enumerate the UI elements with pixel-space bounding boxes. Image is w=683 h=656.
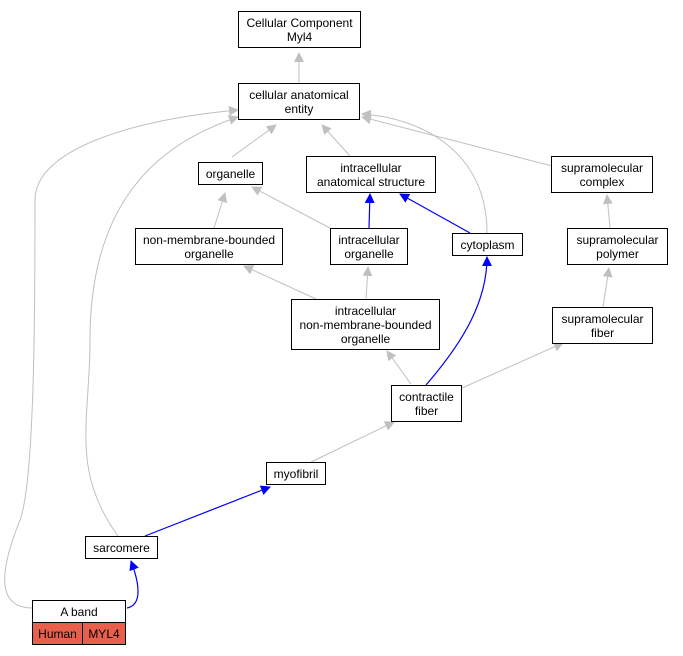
edge-myofibril-to-contractile: [310, 421, 395, 463]
node-label-line: organelle: [205, 166, 256, 181]
edge-fiber-to-polymer: [602, 267, 613, 308]
node-label-line: organelle: [340, 331, 391, 346]
node-organelle[interactable]: organelle: [198, 162, 263, 185]
edge-polymer-to-complex: [602, 194, 613, 229]
node-label-line: myofibril: [273, 466, 319, 481]
node-label-line: supramolecular: [560, 160, 644, 175]
node-label-line: contractile: [399, 389, 454, 404]
edge-contractile-to-supramolecular-fiber: [461, 342, 564, 389]
node-label-line: fiber: [414, 403, 439, 418]
node-label-line: Cellular Component: [246, 15, 353, 30]
edge-supramolecular-complex-to-entity: [361, 114, 553, 167]
node-myofibril[interactable]: myofibril: [266, 462, 326, 485]
edge-aband-to-entity: [4, 105, 239, 609]
node-label-line: A band: [60, 604, 98, 619]
node-label-line: fiber: [590, 325, 615, 340]
node-label-line: intracellular: [334, 303, 397, 318]
edge-intracellular-organelle-to-organelle: [251, 186, 331, 229]
node-contractile-fiber[interactable]: contractile fiber: [391, 385, 462, 422]
node-label-line: cytoplasm: [460, 237, 515, 252]
node-sarcomere[interactable]: sarcomere: [85, 536, 158, 559]
node-cellular-component[interactable]: Cellular Component Myl4: [238, 11, 361, 48]
edge-aband-part-of-sarcomere: [126, 560, 139, 609]
node-label-line: organelle: [344, 246, 394, 261]
annotation-species-tag: Human: [32, 622, 83, 645]
node-label-line: organelle: [184, 246, 234, 261]
edge-sarcomere-part-of-myofibril: [144, 485, 271, 537]
node-supramolecular-polymer[interactable]: supramolecular polymer: [567, 228, 668, 265]
edge-intracellular-structure-to-entity: [321, 124, 351, 157]
node-intracellular-organelle[interactable]: intracellular organelle: [330, 228, 408, 265]
node-label-line: supramolecular: [561, 311, 644, 326]
edge-contractile-to-intracellular-nmb: [386, 350, 412, 385]
node-label-line: intracellular: [338, 232, 400, 247]
node-label-line: non-membrane-bounded: [142, 232, 276, 247]
node-label-line: Myl4: [286, 29, 313, 44]
edge-intracellular-nmb-to-intracellular-organelle: [362, 266, 373, 300]
node-label-line: supramolecular: [576, 232, 659, 247]
node-label-line: complex: [579, 174, 625, 189]
node-intracellular-anatomical-structure[interactable]: intracellular anatomical structure: [306, 156, 436, 193]
node-a-band[interactable]: A band: [32, 600, 126, 623]
edge-organelle-to-entity: [231, 124, 277, 158]
node-non-membrane-bounded-organelle[interactable]: non-membrane-bounded organelle: [135, 228, 283, 265]
node-label-line: sarcomere: [93, 540, 150, 555]
edge-contractile-part-of-cytoplasm: [425, 256, 492, 386]
node-label-line: entity: [284, 101, 314, 116]
node-supramolecular-fiber[interactable]: supramolecular fiber: [552, 307, 653, 344]
edge-intracellular-organelle-part-of-structure: [364, 193, 375, 229]
annotation-gene-tag: MYL4: [82, 622, 126, 645]
edge-sarcomere-to-entity: [85, 115, 239, 537]
node-intracellular-non-membrane-bounded-organelle[interactable]: intracellular non-membrane-bounded organ…: [291, 299, 440, 350]
node-supramolecular-complex[interactable]: supramolecular complex: [551, 156, 653, 193]
edge-cytoplasm-to-entity: [361, 109, 488, 234]
node-cytoplasm[interactable]: cytoplasm: [452, 233, 523, 256]
node-label-line: non-membrane-bounded: [299, 317, 432, 332]
edge-cytoplasm-part-of-structure: [399, 193, 471, 234]
edge-nmb-organelle-to-organelle: [213, 192, 228, 229]
node-label-line: anatomical structure: [316, 174, 426, 189]
node-label-line: cellular anatomical: [249, 87, 349, 102]
node-label-line: intracellular: [340, 160, 402, 175]
node-cellular-anatomical-entity[interactable]: cellular anatomical entity: [238, 83, 360, 120]
edge-intracellular-nmb-to-nmb: [243, 265, 317, 300]
node-label-line: polymer: [596, 246, 639, 261]
